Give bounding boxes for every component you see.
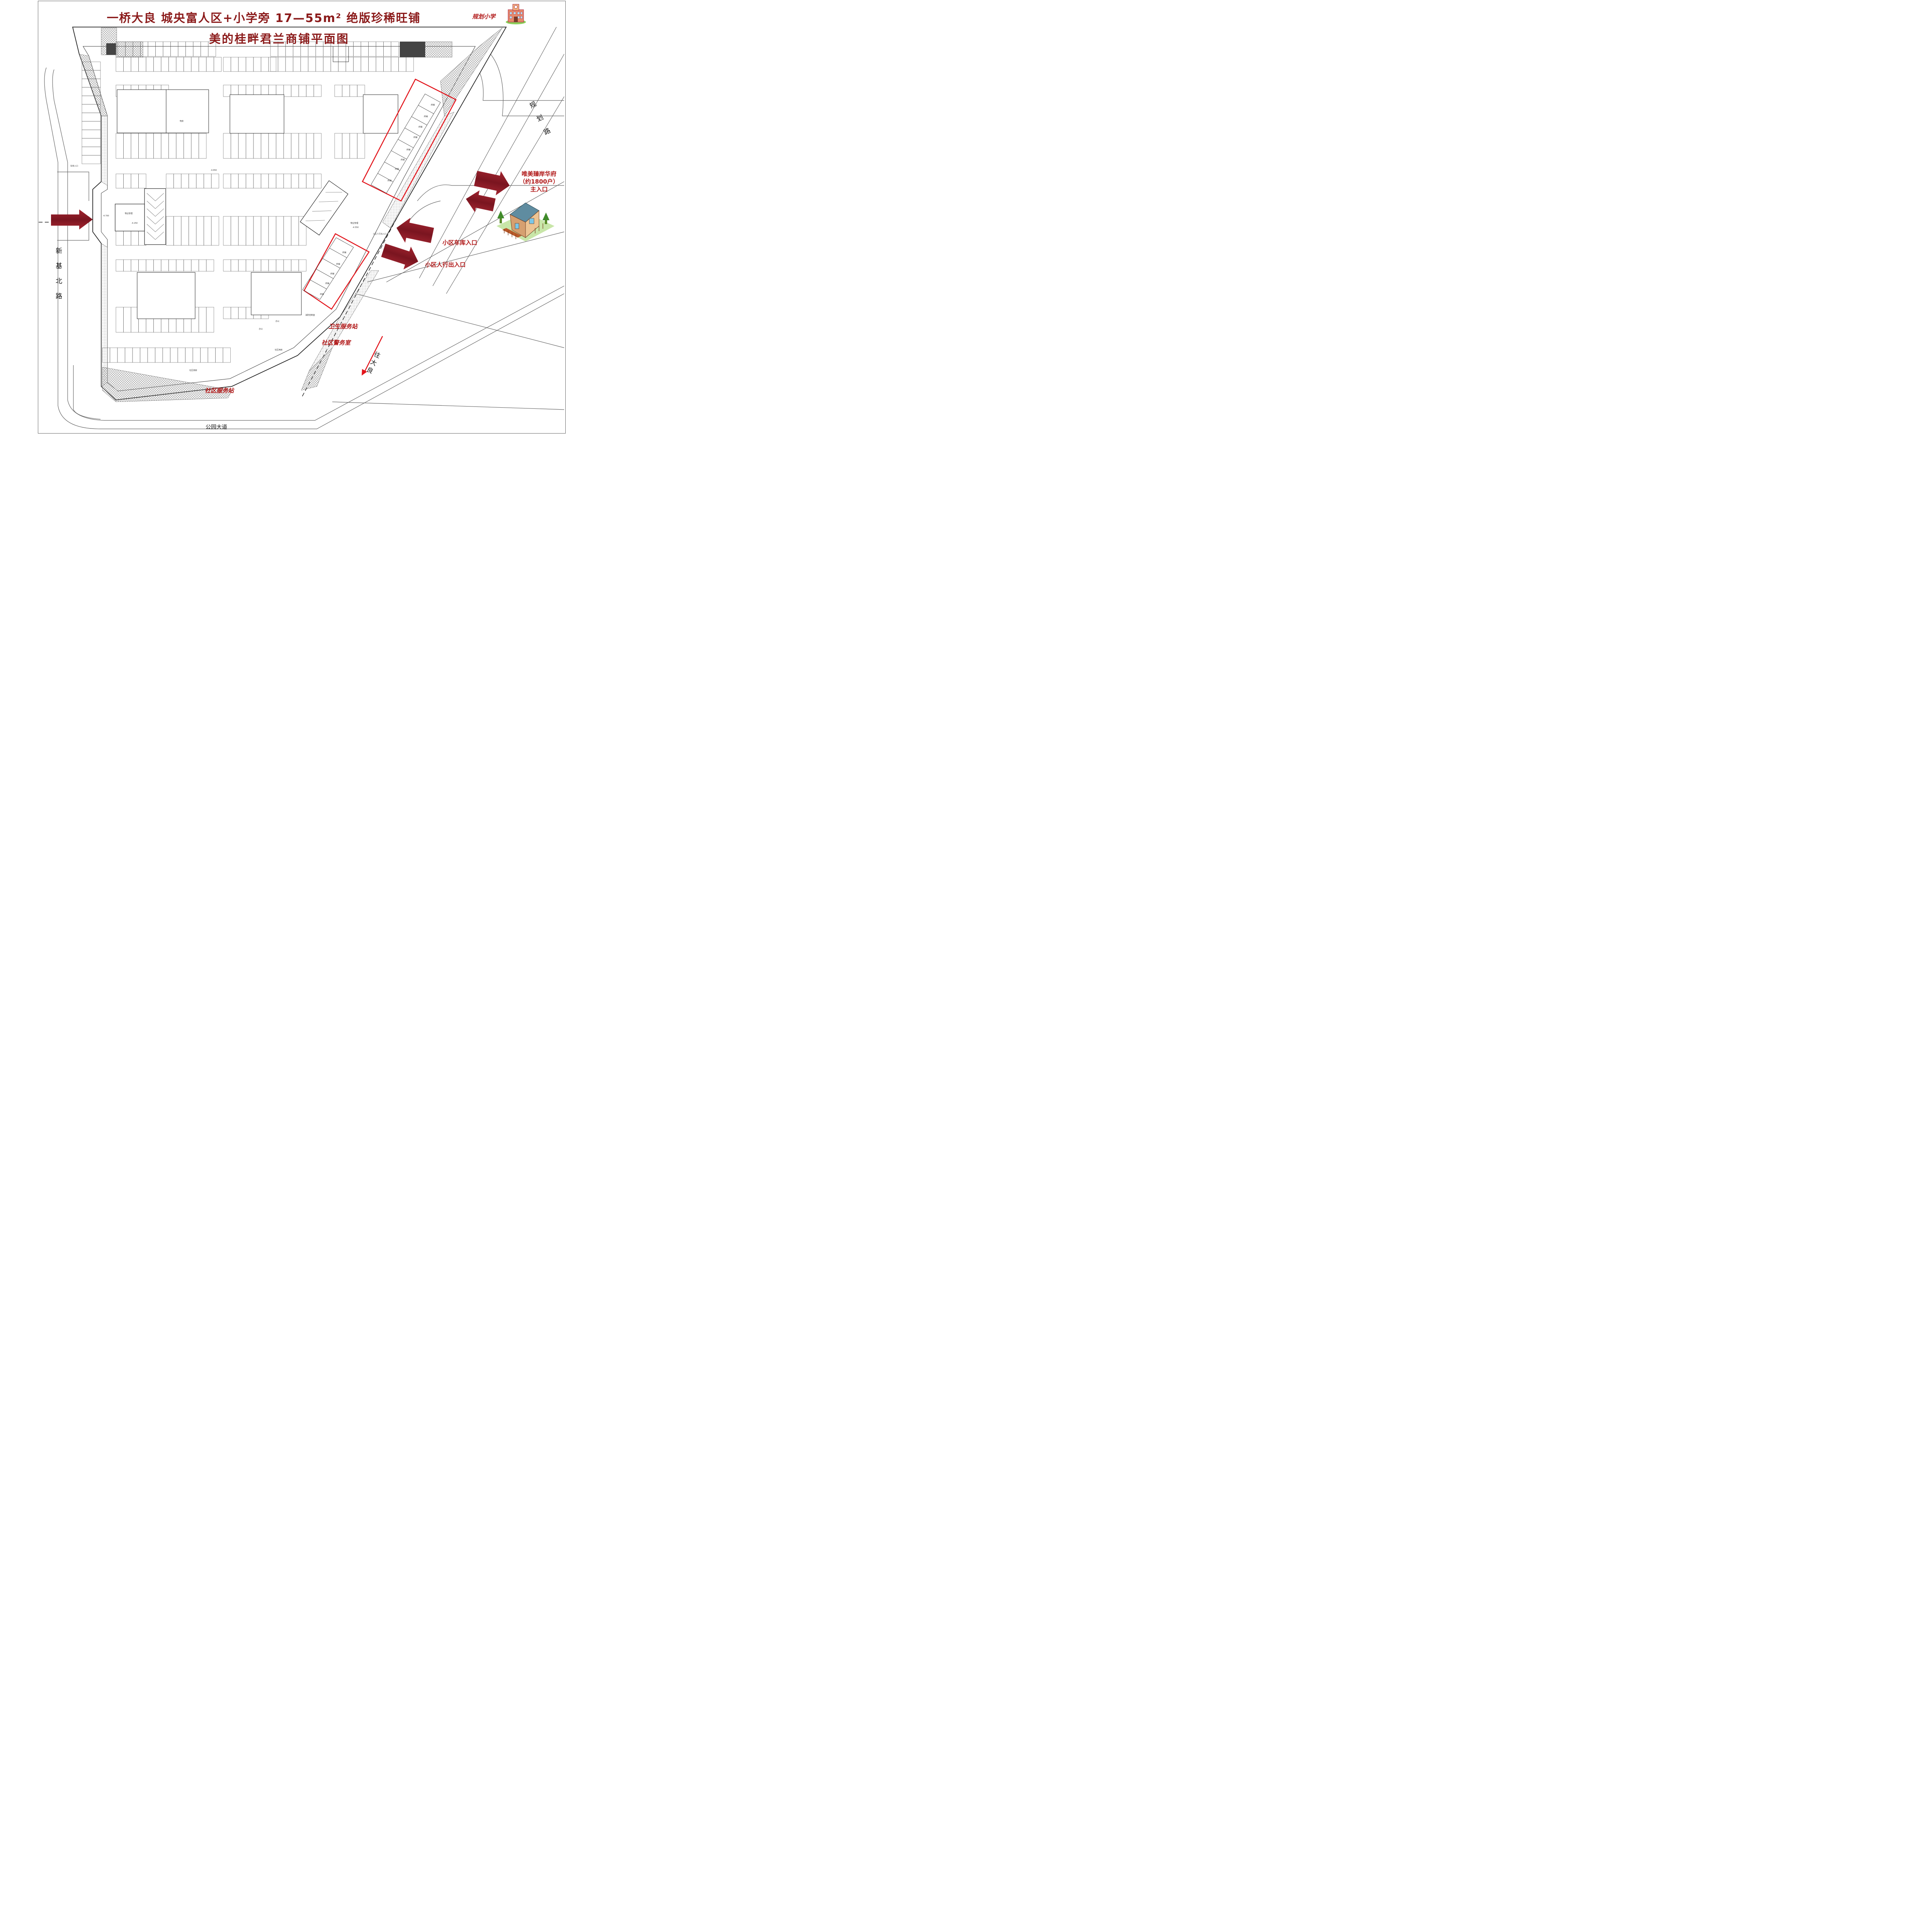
property-label: 物业管理 — [125, 213, 133, 215]
school-label: 规划小学 — [472, 13, 496, 20]
upper-shop-highlight — [362, 78, 457, 202]
community-room-label-2: 社区用房 — [189, 369, 197, 372]
neighbor-gate: 主入口 — [530, 186, 548, 193]
elevation-a: -4.650 — [211, 169, 217, 172]
health-station-label: 卫生服务站 — [328, 323, 358, 330]
shop-lower-2: 商铺 — [336, 263, 340, 265]
pedestrian-entrance-label: 小区人行出入口 — [425, 261, 466, 268]
shop-upper-3: 商铺 — [418, 126, 423, 128]
fire-room-label: 消防控制室 — [305, 314, 315, 316]
shop-lower-1: 商铺 — [342, 252, 347, 254]
arrows-layer — [51, 171, 510, 376]
neighbor-in-arrow — [466, 190, 496, 213]
west-entry-arrow — [51, 209, 93, 230]
lower-shop-highlight — [303, 233, 370, 310]
to-daliang-arrow — [362, 336, 383, 376]
road-label-south: 公园大道 — [206, 424, 227, 430]
site-plan: 一桥大良 城央富人区+小学旁 17—55m² 绝版珍稀旺铺 美的桂畔君兰商铺平面… — [0, 0, 601, 435]
property-label-2: 物业管理 — [350, 222, 359, 224]
elevation-c: -4.550 — [352, 226, 359, 229]
page-subtitle: 美的桂畔君兰商铺平面图 — [209, 32, 349, 46]
neighbor-out-arrow — [474, 171, 510, 196]
elevation-b: -4.700 — [103, 215, 109, 217]
shop-lower-5: 商铺 — [320, 293, 324, 296]
elevation-d: -4.250 — [131, 222, 138, 224]
neighbor-house-icon — [497, 202, 554, 242]
shop-upper-1: 商铺 — [431, 104, 435, 106]
floor-plan-drawing — [39, 27, 565, 429]
shop-lower-4: 商铺 — [325, 282, 330, 285]
office-label: 办公 — [276, 320, 280, 323]
page-title: 一桥大良 城央富人区+小学旁 17—55m² 绝版珍稀旺铺 — [107, 12, 421, 25]
neighbor-units: （约1800户） — [519, 178, 559, 185]
road-outlines — [44, 34, 565, 429]
shop-lower-3: 商铺 — [330, 273, 335, 275]
drawing-frame — [38, 1, 566, 434]
office-label-2: 办公 — [259, 328, 263, 330]
power-room-label: 电房 — [180, 120, 184, 122]
garage-entrance-label: 小区车库入口 — [442, 239, 478, 246]
shop-upper-7: 商铺 — [395, 168, 399, 170]
shop-upper-4: 商铺 — [413, 136, 418, 139]
community-room-label: 社区用房 — [275, 349, 283, 351]
police-room-label: 社区警务室 — [321, 339, 351, 346]
shop-upper-5: 商铺 — [406, 149, 411, 151]
service-station-label: 社区服务站 — [205, 387, 234, 394]
vehicle-entry-label: 车库入口 — [70, 165, 78, 167]
shop-highlight-layer — [302, 78, 457, 310]
shop-upper-2: 商铺 — [424, 116, 428, 118]
pedestrian-exit-arrow — [381, 243, 418, 270]
garage-entry-arrow — [396, 218, 434, 243]
pedestrian-gate-label: 小区人行出入口 — [373, 233, 387, 235]
road-label-west: 新基北路 — [54, 247, 62, 308]
neighbor-name: 唯美臻岸华府 — [521, 170, 556, 177]
shop-upper-8: 商铺 — [388, 180, 392, 182]
shop-upper-6: 商铺 — [401, 159, 405, 161]
school-building-icon — [506, 4, 526, 24]
